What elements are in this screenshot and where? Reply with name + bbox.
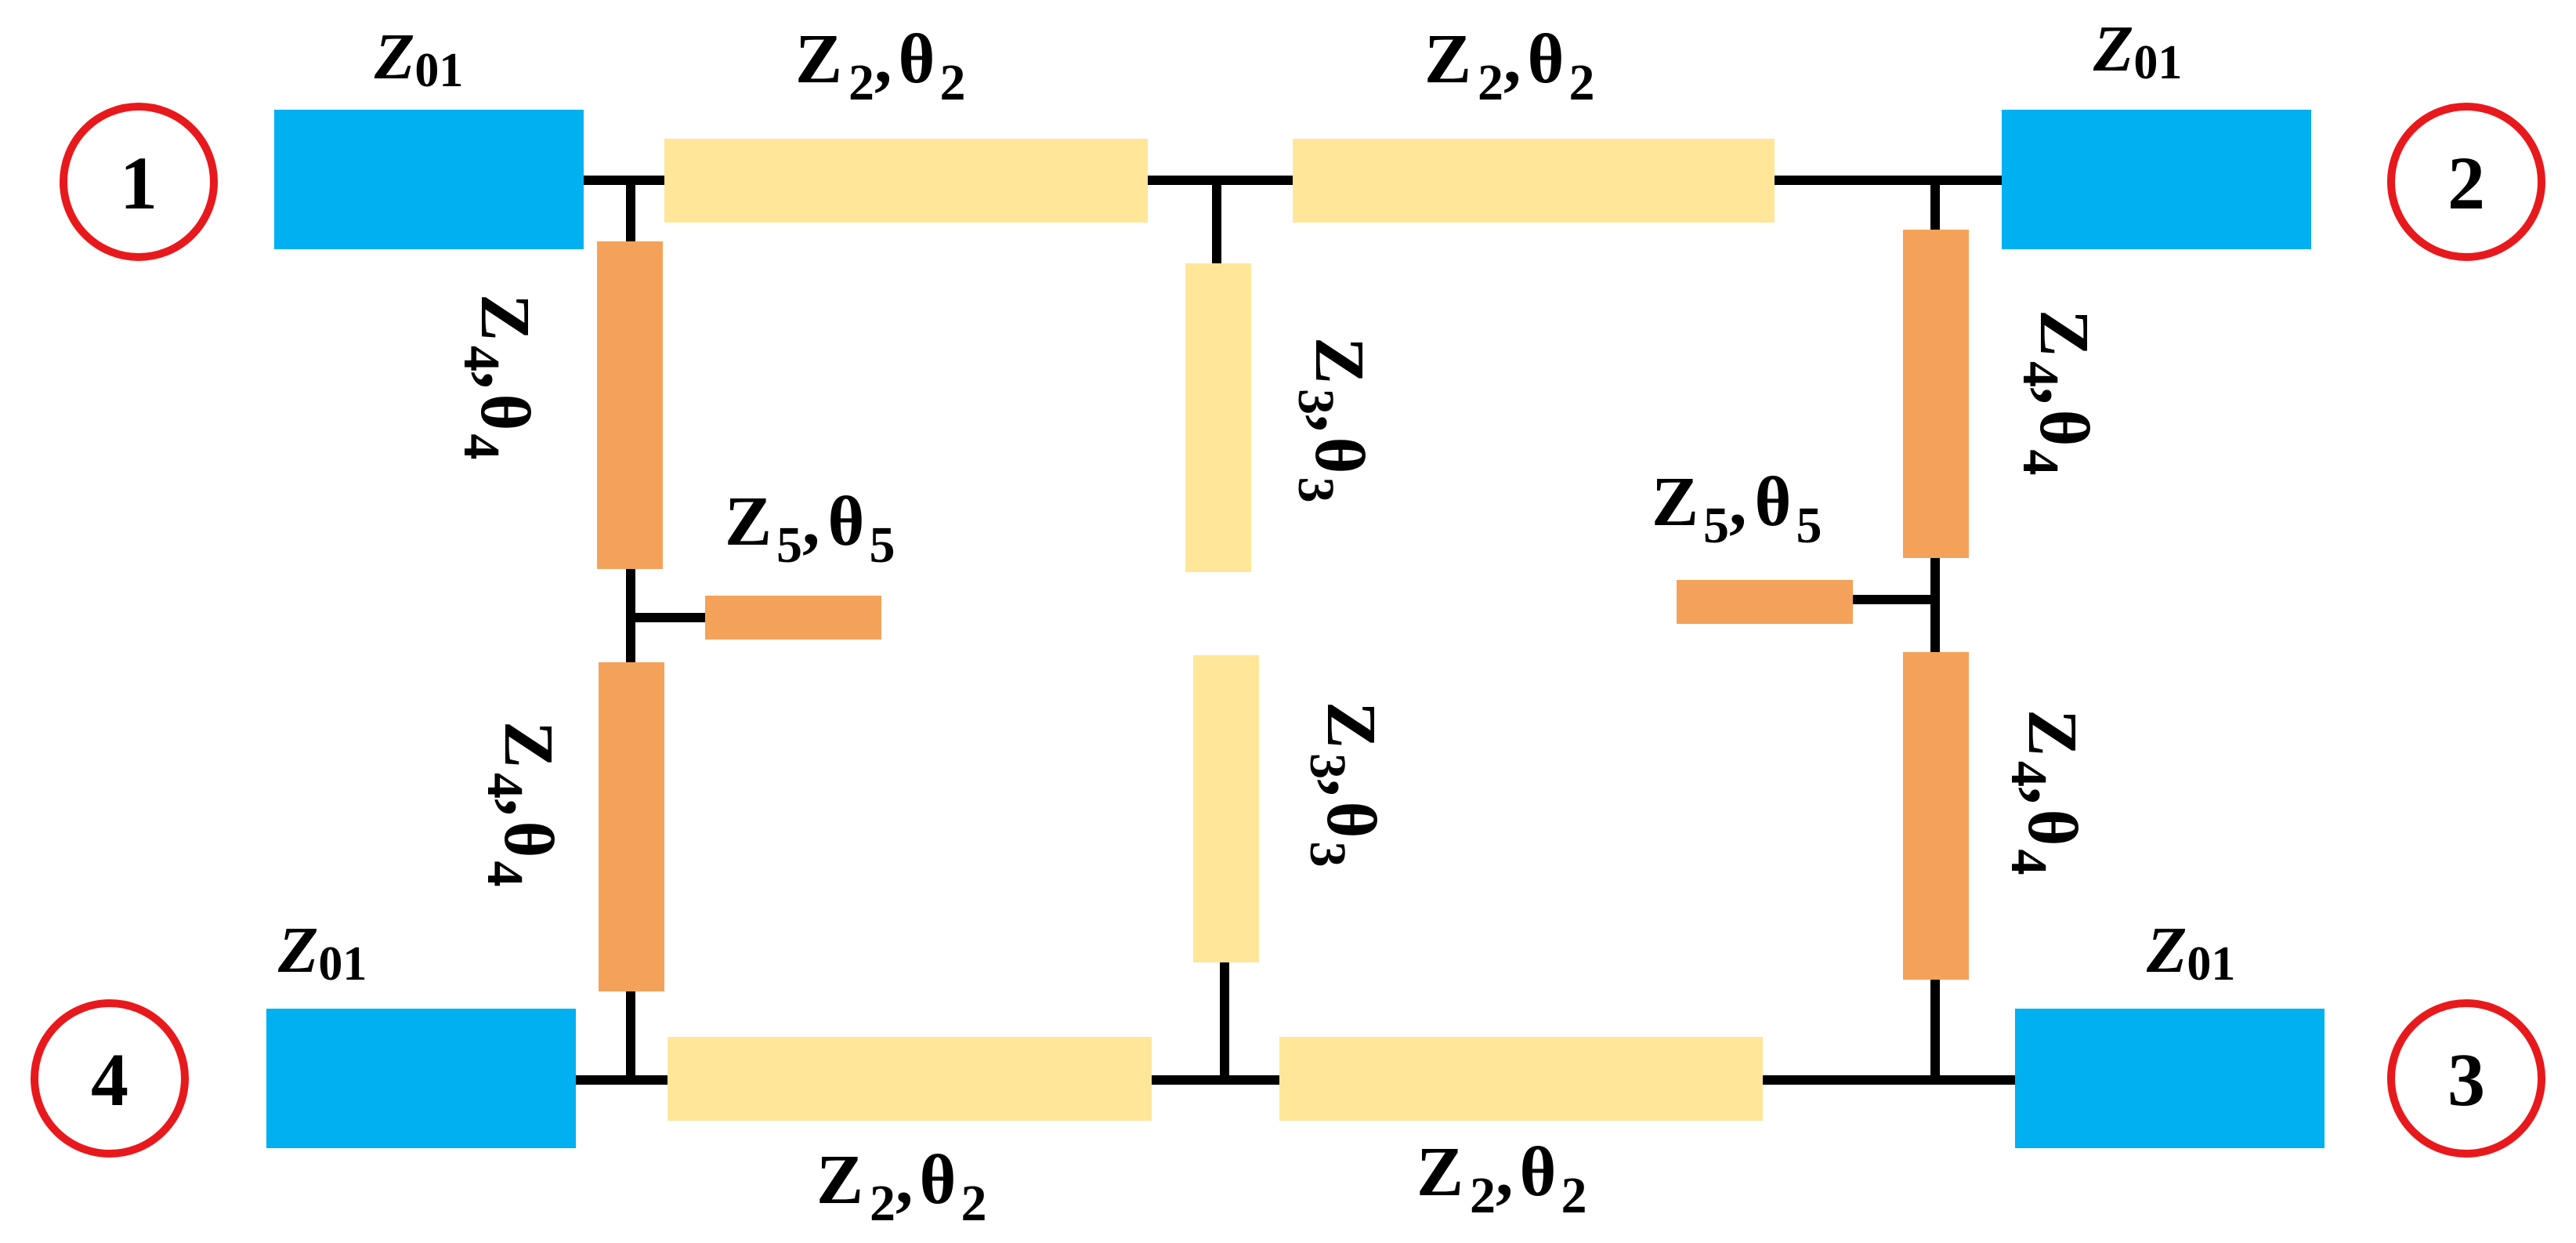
port-1: 1 [60, 103, 218, 261]
port-2-circle [2387, 103, 2545, 261]
z4-right-bot-line [1903, 652, 1969, 980]
z5-left-label: Z5,θ5 [725, 483, 895, 574]
port-3: 3 [2387, 999, 2545, 1158]
port-1-circle [60, 103, 218, 261]
port-markers: 1 2 3 4 [31, 103, 2545, 1158]
port-line-1 [274, 110, 584, 249]
z4-left-top-label: Z4,θ4 [453, 294, 544, 460]
z2-top-left-line [664, 139, 1148, 223]
z5-left-line [705, 596, 881, 640]
wires [576, 176, 2015, 1085]
z2-z3-lines [664, 139, 1775, 1121]
port-line-labels: Z01 Z01 Z01 Z01 [277, 13, 2235, 991]
port-line-2 [2002, 110, 2311, 249]
z4-right-top-line [1903, 230, 1969, 558]
z5-right-label: Z5,θ5 [1652, 463, 1822, 554]
z5-right-line [1677, 580, 1853, 624]
port-2-impedance-label: Z01 [2093, 13, 2182, 89]
port-3-impedance-label: Z01 [2146, 914, 2235, 991]
z2-bot-left-line [668, 1037, 1152, 1121]
port-line-4 [266, 1009, 576, 1148]
port-lines [266, 110, 2325, 1148]
port-3-circle [2387, 999, 2545, 1158]
z3-bot-label: Z3,θ3 [1299, 701, 1390, 868]
z4-left-top-line [597, 241, 663, 569]
port-4-circle [31, 999, 189, 1158]
z4-left-bot-label: Z4,θ4 [476, 721, 567, 887]
z4-right-top-label: Z4,θ4 [2012, 310, 2103, 476]
port-1-impedance-label: Z01 [374, 20, 463, 97]
port-2-number: 2 [2448, 141, 2485, 225]
z3-bot-line [1193, 655, 1259, 962]
z2-bot-right-line [1279, 1037, 1763, 1121]
port-4: 4 [31, 999, 189, 1158]
z2-top-right-line [1293, 139, 1775, 223]
port-4-number: 4 [91, 1038, 128, 1122]
port-4-impedance-label: Z01 [277, 914, 367, 991]
line-labels-vertical: Z4,θ4 Z4,θ4 Z3,θ3 Z3,θ3 Z4,θ4 Z4,θ4 [453, 294, 2103, 887]
z4-left-bot-line [599, 662, 664, 991]
z4-z5-lines [597, 230, 1969, 991]
z3-top-line [1185, 263, 1251, 572]
port-2: 2 [2387, 103, 2545, 261]
z4-right-bot-label: Z4,θ4 [2000, 709, 2091, 875]
z3-top-label: Z3,θ3 [1287, 337, 1378, 503]
port-1-number: 1 [120, 141, 157, 225]
port-3-number: 3 [2448, 1038, 2485, 1122]
port-line-3 [2015, 1009, 2325, 1148]
